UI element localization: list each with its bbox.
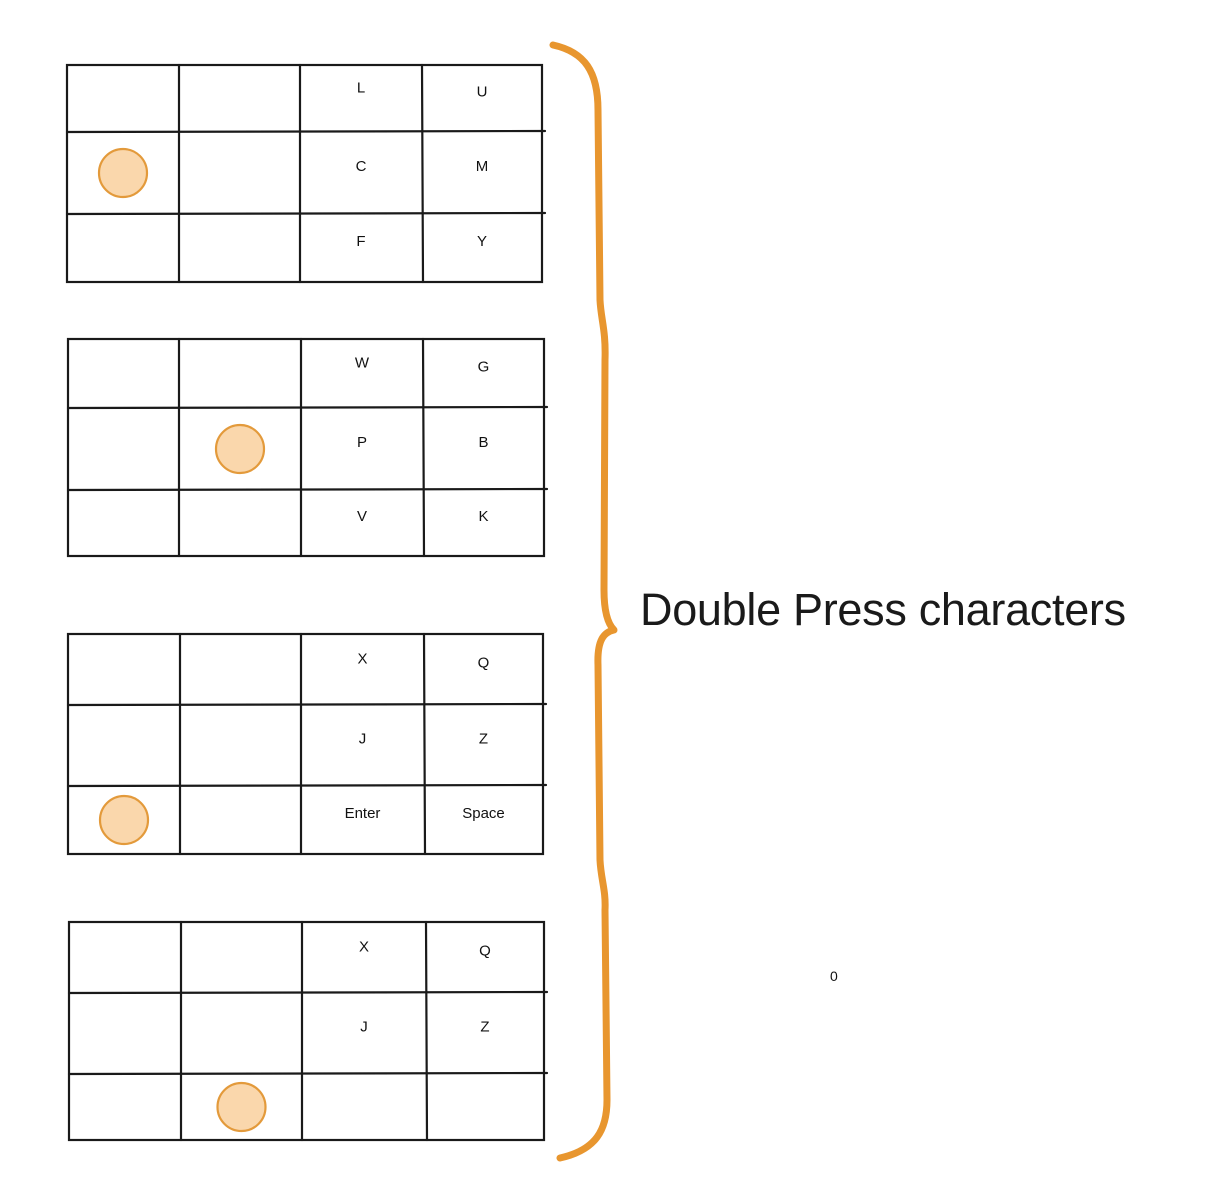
key-label-v: V [357, 508, 367, 525]
grid-row-divider [66, 487, 549, 492]
key-label-f: F [356, 233, 365, 250]
grid-column-divider [420, 63, 425, 284]
key-label-space: Space [462, 805, 505, 822]
key-label-x: X [359, 938, 369, 955]
key-grid-2: W G P B V K [66, 337, 549, 558]
key-label-z: Z [480, 1018, 489, 1035]
key-label-q: Q [478, 654, 490, 671]
key-label-c: C [356, 158, 367, 175]
key-label-p: P [357, 434, 367, 451]
key-label-m: M [476, 158, 489, 175]
key-label-q: Q [479, 942, 491, 959]
key-label-enter: Enter [345, 805, 381, 822]
grid-row-divider [67, 990, 549, 995]
thumb-position-dot [214, 423, 266, 475]
key-grid-1: L U C M F Y [65, 63, 547, 284]
key-label-j: J [360, 1018, 368, 1035]
grid-row-divider [65, 129, 547, 134]
grid-row-divider [67, 1071, 549, 1076]
key-label-j: J [359, 730, 367, 747]
thumb-position-dot [216, 1081, 267, 1133]
key-label-k: K [478, 508, 488, 525]
grid-frame [66, 337, 546, 558]
grid-row-divider [66, 405, 549, 410]
grid-row-divider [66, 783, 548, 788]
key-label-b: B [478, 434, 488, 451]
key-label-z: Z [479, 730, 488, 747]
key-label-g: G [478, 358, 490, 375]
grid-frame [66, 632, 545, 856]
grid-column-divider [421, 337, 426, 558]
key-label-l: L [357, 79, 365, 96]
key-label-w: W [355, 354, 370, 371]
key-label-y: Y [477, 233, 487, 250]
key-grid-4: X Q J Z [67, 920, 549, 1142]
grid-row-divider [66, 702, 548, 707]
grid-column-divider [422, 632, 427, 856]
double-press-caption: Double Press characters [640, 584, 1126, 635]
key-label-u: U [477, 83, 488, 100]
thumb-position-dot [98, 794, 150, 846]
grid-frame [67, 920, 546, 1142]
key-grid-3: X Q J Z Enter Space [66, 632, 548, 856]
curly-brace [549, 41, 618, 1162]
grid-frame [65, 63, 544, 284]
grid-column-divider [424, 920, 429, 1142]
key-label-x: X [357, 650, 367, 667]
thumb-position-dot [97, 147, 149, 199]
stray-zero-text: 0 [830, 968, 838, 984]
grid-row-divider [65, 211, 547, 216]
